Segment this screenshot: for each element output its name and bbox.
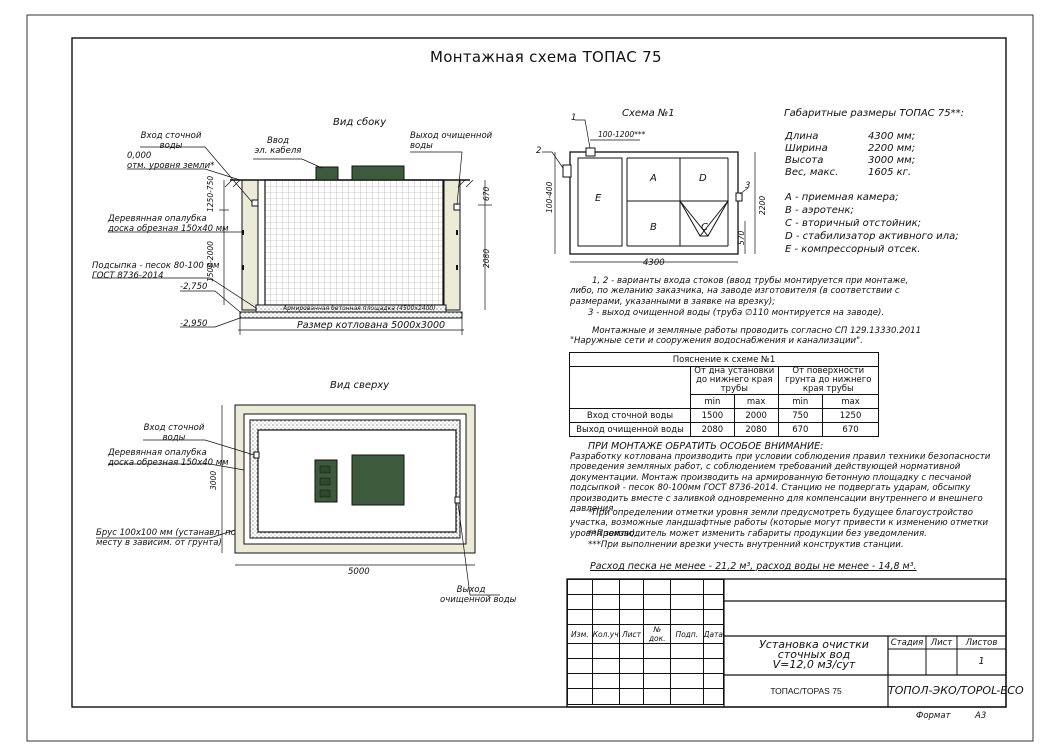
dim-3000: 3000 [209,470,218,490]
stamp-stage: Стадия [890,638,924,648]
scheme-num-2: 2 [536,146,542,156]
chamber-b: B [650,222,657,233]
col-min-2: min [777,394,824,409]
chamber-a: A [650,173,657,184]
stamp-sheet: Лист [930,638,953,648]
scheme-dim-height: 2200 [758,195,767,215]
scheme-dim-width: 4300 [643,258,665,268]
drawing-title: Монтажная схема ТОПАС 75 [430,48,662,66]
note-inlets: 1, 2 - варианты входа стоков (ввод трубы… [570,276,909,307]
scheme-dim-left: 100-400 [545,181,554,213]
side-view-drawing [92,146,492,335]
col-header-bottom: От дна установки до нижнего края трубы [690,366,779,395]
scheme-num-1: 1 [571,113,577,123]
dim-1500-2000: 1500-2000 [206,241,215,282]
attention-body: Разработку котлована производить при усл… [570,452,991,515]
footnote-1: *При определении отметки уровня земли пр… [570,508,989,539]
format-value: А3 [975,711,987,721]
table-caption: Пояснение к схеме №1 [569,352,879,367]
scheme-num-3: 3 [745,181,751,191]
col-header-ground: От поверхности грунта до нижнего края тр… [777,366,880,395]
footnote-3: ***При выполнении врезки учесть внутренн… [588,540,904,550]
col-min-1: min [690,394,735,409]
col-max-2: max [822,394,879,409]
stamp-sheets-value: 1 [978,656,985,667]
scheme-dim-570: 570 [737,230,746,245]
scheme-1-drawing [542,119,756,263]
pit-size-label: Размер котлована 5000х3000 [297,320,446,331]
explanation-table: Пояснение к схеме №1 От дна установки до… [569,352,880,437]
company-label: ТОПОЛ-ЭКО/TOPOL-ECO [888,684,1024,697]
stamp-sheets: Листов [965,638,998,648]
chamber-d: D [699,173,707,184]
consumption-note: Расход песка не менее - 21,2 м³, расход … [590,561,917,572]
format-label: Формат [916,711,951,721]
note-outlet: 3 - выход очищенной воды (труба ∅110 мон… [588,308,885,318]
col-max-1: max [733,394,779,409]
footnote-2: **Производитель может изменить габариты … [588,529,927,539]
level-2950-label: -2,950 [180,319,208,329]
note-install: Монтажные и земляные работы проводить со… [570,326,922,347]
scheme-dim-top: 100-1200*** [598,130,646,139]
dimensions-heading: Габаритные размеры ТОПАС 75**: [784,108,964,119]
top-view-drawing [96,404,500,596]
attention-heading: ПРИ МОНТАЖЕ ОБРАТИТЬ ОСОБОЕ ВНИМАНИЕ: [588,441,824,452]
scheme-heading: Схема №1 [622,108,675,119]
chamber-c: C [701,222,708,233]
model-label: ТОПАС/TOPAS 75 [770,686,842,696]
dim-670: 670 [482,186,491,201]
level-2750-label: -2,750 [180,282,208,292]
concrete-slab-label: Армированная бетонная площадка (4500х240… [283,305,436,312]
chamber-e: E [595,193,602,204]
top-view-heading: Вид сверху [330,380,390,391]
dim-2080: 2080 [482,248,491,268]
dim-1250-750: 1250-750 [206,175,215,212]
side-view-heading: Вид сбоку [333,117,387,128]
chamber-legend: А - приемная камера; В - аэротенк; С - в… [785,192,959,255]
dim-5000: 5000 [348,567,370,577]
